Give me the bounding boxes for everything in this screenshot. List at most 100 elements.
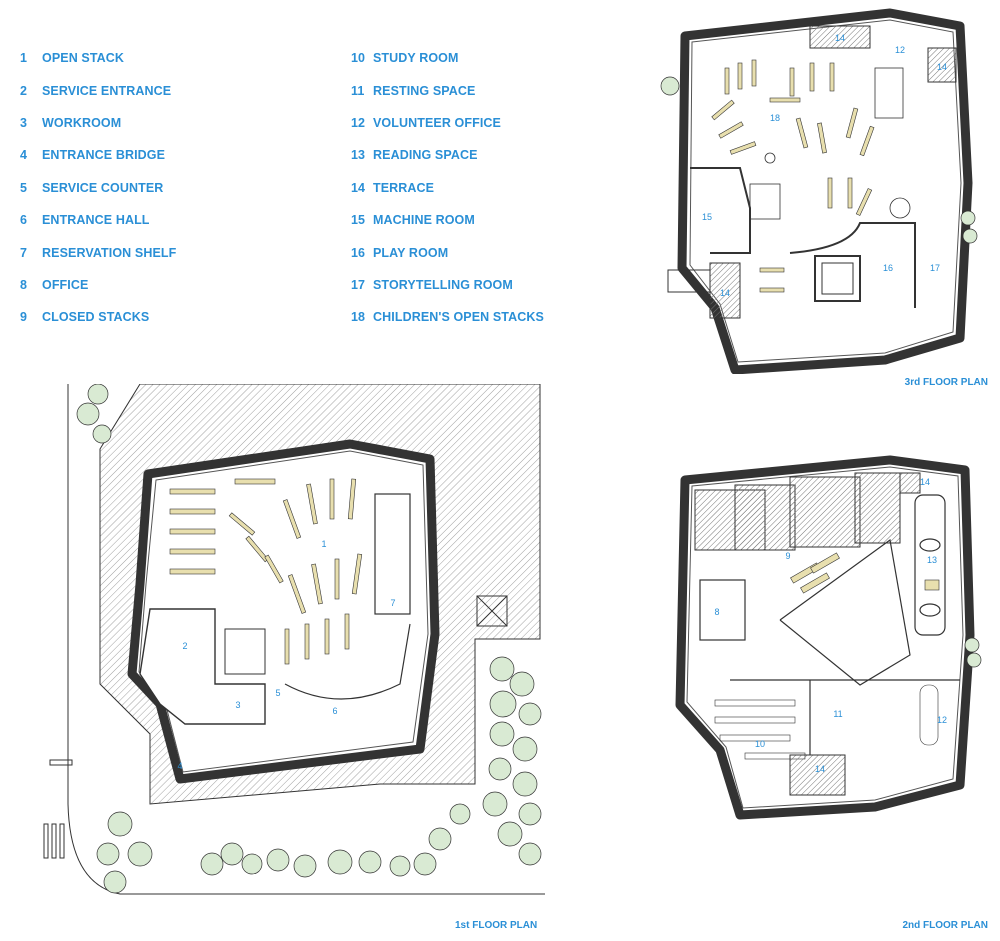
legend-item: 2 SERVICE ENTRANCE: [20, 74, 176, 106]
legend-number: 3: [20, 115, 28, 130]
room-number: 16: [883, 263, 893, 273]
floor3-inner-wall: [689, 19, 962, 363]
legend-label: SERVICE COUNTER: [42, 180, 164, 195]
legend-label: RESTING SPACE: [373, 83, 476, 98]
legend-label: SERVICE ENTRANCE: [42, 83, 172, 98]
legend-item: 12 VOLUNTEER OFFICE: [351, 107, 544, 139]
second-floor-caption: 2nd FLOOR PLAN: [902, 920, 988, 931]
room-number: 14: [920, 477, 930, 487]
room-number: 17: [930, 263, 940, 273]
floor3-skylight: [814, 255, 861, 302]
legend-item: 7 RESERVATION SHELF: [20, 236, 176, 268]
legend-item: 18 CHILDREN'S OPEN STACKS: [351, 301, 544, 333]
room-number: 14: [835, 33, 845, 43]
first-floor-plan: 1 2 3 4 5 6 7: [43, 384, 545, 895]
legend-label: STORYTELLING ROOM: [373, 277, 513, 292]
room-number: 1: [321, 539, 326, 549]
legend-label: VOLUNTEER OFFICE: [373, 115, 501, 130]
floor3-terrace: [927, 47, 957, 83]
legend-number: 5: [20, 180, 28, 195]
legend-item: 9 CLOSED STACKS: [20, 301, 176, 333]
legend-label: TERRACE: [373, 180, 435, 195]
legend-label: WORKROOM: [42, 115, 122, 130]
floor3-terrace: [709, 262, 741, 319]
legend-number: 9: [20, 310, 28, 325]
room-number: 14: [937, 62, 947, 72]
floor2-reading-furniture: [790, 552, 940, 594]
floor1-service-wing: [139, 608, 266, 725]
legend-item: 13 READING SPACE: [351, 139, 544, 171]
legend-number: 6: [20, 213, 28, 228]
legend-label: OPEN STACK: [42, 51, 125, 66]
legend-number: 16: [351, 245, 366, 260]
room-number: 13: [927, 555, 937, 565]
room-number: 4: [177, 761, 182, 771]
floor1-stacks: [169, 478, 363, 665]
floor2-closed-stacks: [694, 472, 921, 551]
room-number: 12: [937, 715, 947, 725]
legend-label: CLOSED STACKS: [42, 310, 150, 325]
third-floor-caption: 3rd FLOOR PLAN: [904, 377, 988, 388]
legend-number: 10: [351, 51, 366, 66]
legend-item: 1 OPEN STACK: [20, 42, 176, 74]
legend-number: 12: [351, 115, 366, 130]
floor3-bridge: [667, 269, 711, 293]
first-floor-caption: 1st FLOOR PLAN: [455, 920, 538, 931]
room-number: 14: [815, 764, 825, 774]
room-number: 15: [702, 212, 712, 222]
legend-number: 2: [20, 83, 28, 98]
floor1-trees: [76, 384, 542, 894]
legend-number: 8: [20, 277, 28, 292]
legend-label: READING SPACE: [373, 148, 478, 163]
third-floor-plan: 12 14 14 14 15 16 17 18: [660, 8, 978, 374]
room-number: 18: [770, 113, 780, 123]
legend-item: 3 WORKROOM: [20, 107, 176, 139]
room-number: 8: [714, 607, 719, 617]
floor3-outer-wall: [677, 8, 973, 374]
room-number: 14: [720, 288, 730, 298]
floor3-trees: [660, 76, 978, 244]
legend-label: OFFICE: [42, 277, 89, 292]
legend-number: 4: [20, 148, 28, 163]
legend-item: 5 SERVICE COUNTER: [20, 172, 176, 204]
legend-label: CHILDREN'S OPEN STACKS: [373, 310, 544, 325]
room-number: 6: [332, 706, 337, 716]
floor2-outer-wall: [675, 455, 975, 820]
floor3-playroom-wall: [789, 222, 916, 308]
room-number: 9: [785, 551, 790, 561]
second-floor-plan: 8 9 10 11 12 13 14 14: [675, 455, 982, 820]
legend-number: 18: [351, 310, 366, 325]
legend-number: 14: [351, 180, 366, 195]
room-number: 7: [390, 598, 395, 608]
legend-number: 17: [351, 277, 366, 292]
room-number: 5: [275, 688, 280, 698]
legend-number: 13: [351, 148, 366, 163]
legend-item: 17 STORYTELLING ROOM: [351, 269, 544, 301]
legend-item: 15 MACHINE ROOM: [351, 204, 544, 236]
legend-label: PLAY ROOM: [373, 245, 449, 260]
floor3-stacks: [711, 59, 875, 293]
legend-item: 16 PLAY ROOM: [351, 236, 544, 268]
legend-number: 1: [20, 51, 28, 66]
room-number: 12: [895, 45, 905, 55]
legend-item: 14 TERRACE: [351, 172, 544, 204]
floor1-entrance-curve: [284, 623, 411, 700]
legend-label: ENTRANCE HALL: [42, 213, 150, 228]
legend-number: 7: [20, 245, 28, 260]
legend-number: 15: [351, 213, 366, 228]
legend-item: 8 OFFICE: [20, 269, 176, 301]
legend-item: 6 ENTRANCE HALL: [20, 204, 176, 236]
legend-label: MACHINE ROOM: [373, 213, 475, 228]
floor2-trees: [964, 637, 982, 668]
floor3-terrace: [809, 25, 871, 49]
room-number: 11: [833, 709, 842, 719]
floor2-terrace: [789, 754, 846, 796]
room-number: 3: [235, 700, 240, 710]
legend-label: RESERVATION SHELF: [42, 245, 177, 260]
room-number: 10: [755, 739, 765, 749]
room-number: 2: [182, 641, 187, 651]
